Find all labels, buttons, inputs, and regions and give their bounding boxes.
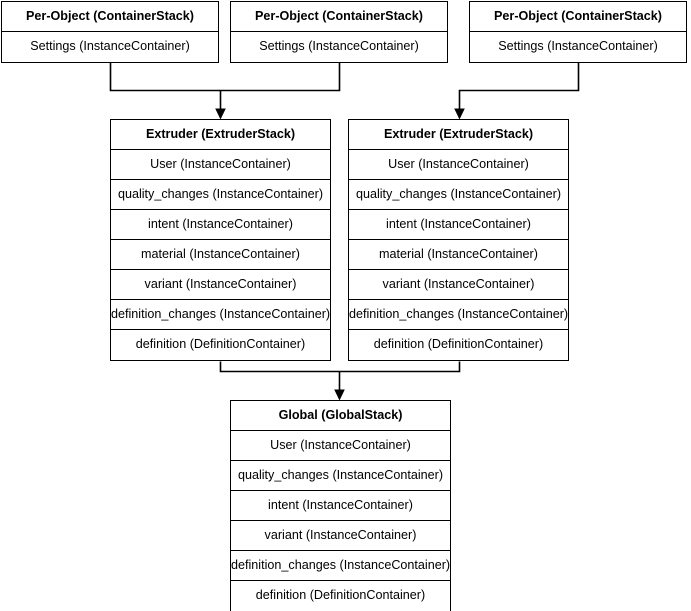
global-stack-row-variant: variant (InstanceContainer) (231, 521, 450, 551)
extruder-stack-1-row-quality-changes: quality_changes (InstanceContainer) (111, 180, 330, 210)
extruder-stack-2-row-user: User (InstanceContainer) (349, 150, 568, 180)
per-object-stack-3-row-settings: Settings (InstanceContainer) (470, 32, 686, 62)
extruder-stack-2-row-material: material (InstanceContainer) (349, 240, 568, 270)
extruder-stack-2-row-intent: intent (InstanceContainer) (349, 210, 568, 240)
extruder-stack-1-row-user: User (InstanceContainer) (111, 150, 330, 180)
per-object-stack-2-row-settings: Settings (InstanceContainer) (231, 32, 447, 62)
arrowhead-extruder-1 (215, 108, 226, 120)
extruder-stack-2[interactable]: Extruder (ExtruderStack) User (InstanceC… (348, 119, 569, 361)
global-stack-row-definition: definition (DefinitionContainer) (231, 581, 450, 611)
global-stack-row-definition-changes: definition_changes (InstanceContainer) (231, 551, 450, 581)
connector-per-object-3-to-extruder-2 (458, 60, 580, 113)
extruder-stack-1-row-definition: definition (DefinitionContainer) (111, 330, 330, 360)
extruder-stack-1-row-intent: intent (InstanceContainer) (111, 210, 330, 240)
extruder-stack-1-row-definition-changes: definition_changes (InstanceContainer) (111, 300, 330, 330)
arrowhead-global (334, 389, 345, 401)
per-object-stack-1-header: Per-Object (ContainerStack) (2, 2, 218, 32)
per-object-stack-2-header: Per-Object (ContainerStack) (231, 2, 447, 32)
global-stack-row-user: User (InstanceContainer) (231, 431, 450, 461)
connector-extruder-1-to-global (219, 361, 340, 373)
per-object-stack-2[interactable]: Per-Object (ContainerStack) Settings (In… (230, 1, 448, 63)
extruder-stack-2-row-variant: variant (InstanceContainer) (349, 270, 568, 300)
connector-per-object-2-to-extruder-1 (220, 60, 341, 92)
connector-extruder-2-to-global (339, 361, 461, 373)
extruder-stack-1-row-variant: variant (InstanceContainer) (111, 270, 330, 300)
per-object-stack-3[interactable]: Per-Object (ContainerStack) Settings (In… (469, 1, 687, 63)
per-object-stack-1[interactable]: Per-Object (ContainerStack) Settings (In… (1, 1, 219, 63)
extruder-stack-1[interactable]: Extruder (ExtruderStack) User (InstanceC… (110, 119, 331, 361)
per-object-stack-3-header: Per-Object (ContainerStack) (470, 2, 686, 32)
global-stack-row-quality-changes: quality_changes (InstanceContainer) (231, 461, 450, 491)
extruder-stack-2-row-quality-changes: quality_changes (InstanceContainer) (349, 180, 568, 210)
extruder-stack-2-row-definition-changes: definition_changes (InstanceContainer) (349, 300, 568, 330)
global-stack[interactable]: Global (GlobalStack) User (InstanceConta… (230, 400, 451, 611)
extruder-stack-1-header: Extruder (ExtruderStack) (111, 120, 330, 150)
connector-per-object-1-to-extruder-1 (109, 60, 221, 92)
extruder-stack-2-header: Extruder (ExtruderStack) (349, 120, 568, 150)
per-object-stack-1-row-settings: Settings (InstanceContainer) (2, 32, 218, 62)
global-stack-header: Global (GlobalStack) (231, 401, 450, 431)
global-stack-row-intent: intent (InstanceContainer) (231, 491, 450, 521)
extruder-stack-1-row-material: material (InstanceContainer) (111, 240, 330, 270)
arrowhead-extruder-2 (454, 108, 465, 120)
extruder-stack-2-row-definition: definition (DefinitionContainer) (349, 330, 568, 360)
